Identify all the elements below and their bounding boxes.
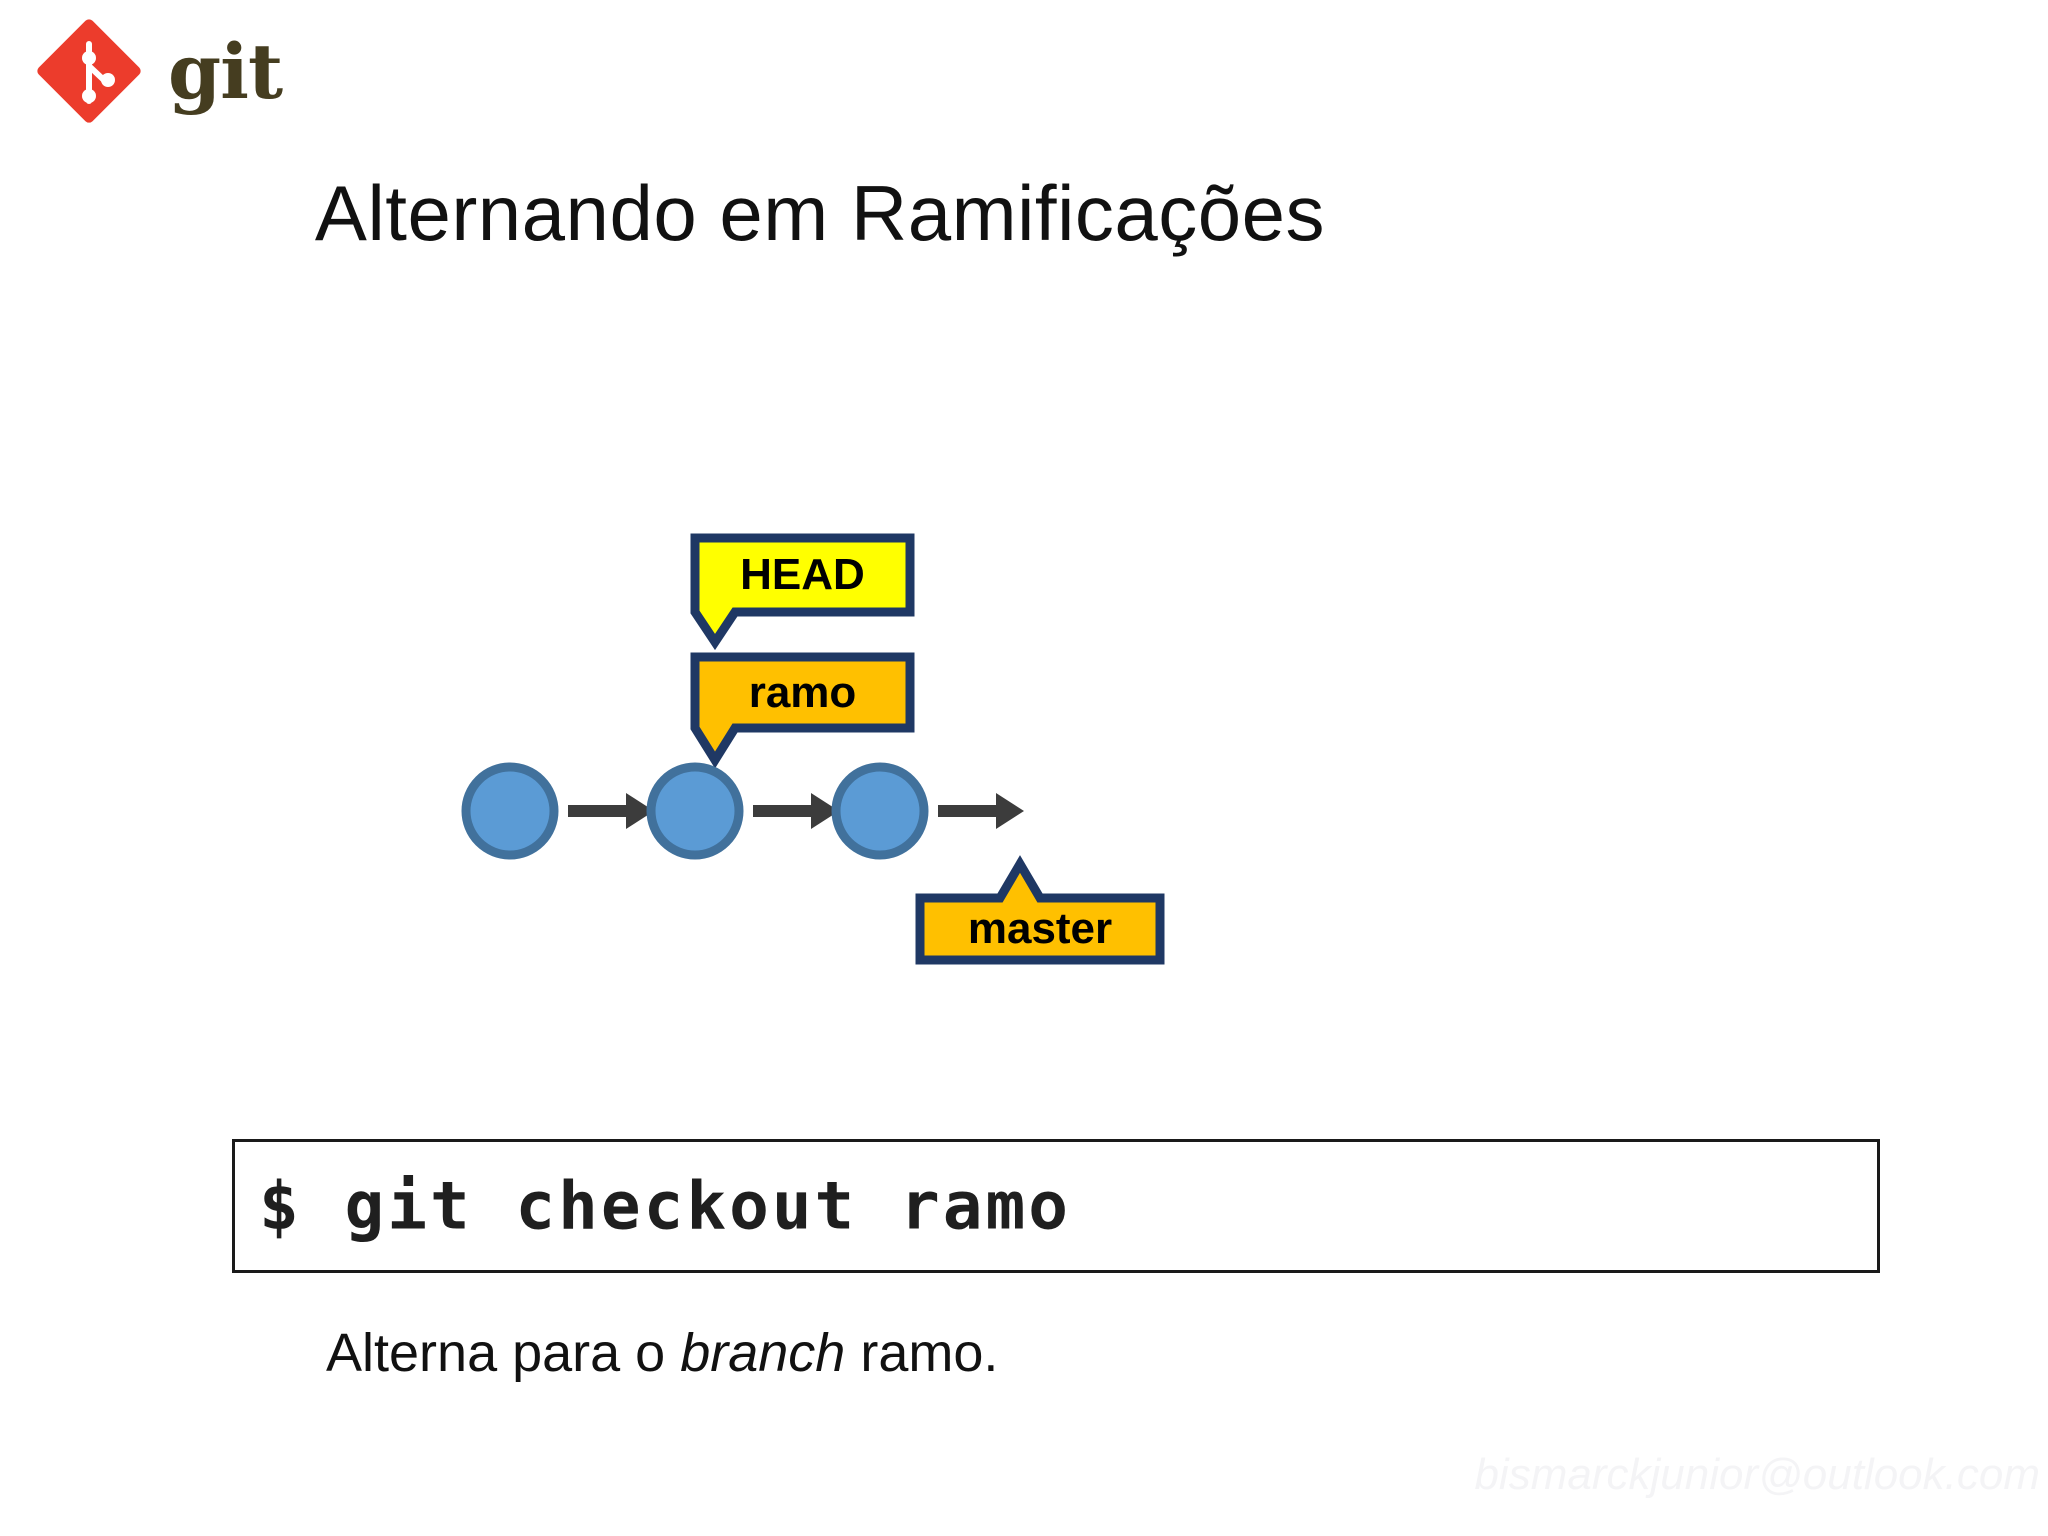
command-box: $ git checkout ramo bbox=[232, 1139, 1880, 1273]
branch-diagram: HEAD ramo master bbox=[440, 520, 1200, 1040]
commit-node bbox=[831, 762, 929, 860]
commit-node bbox=[646, 762, 744, 860]
git-logo: git bbox=[36, 18, 296, 128]
ramo-label bbox=[690, 652, 915, 769]
head-label-text: HEAD bbox=[740, 550, 865, 599]
caption-suffix: ramo. bbox=[845, 1323, 999, 1383]
commit-arrows bbox=[568, 793, 1024, 829]
arrow-icon bbox=[938, 793, 1024, 829]
git-diamond-logo-icon bbox=[37, 19, 141, 123]
arrow-icon bbox=[568, 793, 654, 829]
caption-emphasis: branch bbox=[680, 1323, 846, 1383]
master-label bbox=[915, 855, 1165, 965]
caption: Alterna para o branch ramo. bbox=[326, 1322, 998, 1384]
caption-prefix: Alterna para o bbox=[326, 1323, 681, 1383]
commit-node bbox=[461, 762, 559, 860]
master-label-text: master bbox=[967, 904, 1113, 953]
head-label bbox=[690, 533, 915, 651]
git-wordmark: git bbox=[168, 27, 283, 116]
arrow-icon bbox=[753, 793, 839, 829]
page-title: Alternando em Ramificações bbox=[314, 169, 1326, 257]
ramo-label-text: ramo bbox=[748, 667, 857, 717]
command-text: $ git checkout ramo bbox=[259, 1167, 1071, 1245]
commit-nodes bbox=[461, 762, 929, 860]
watermark: bismarckjunior@outlook.com bbox=[1474, 1450, 2040, 1499]
